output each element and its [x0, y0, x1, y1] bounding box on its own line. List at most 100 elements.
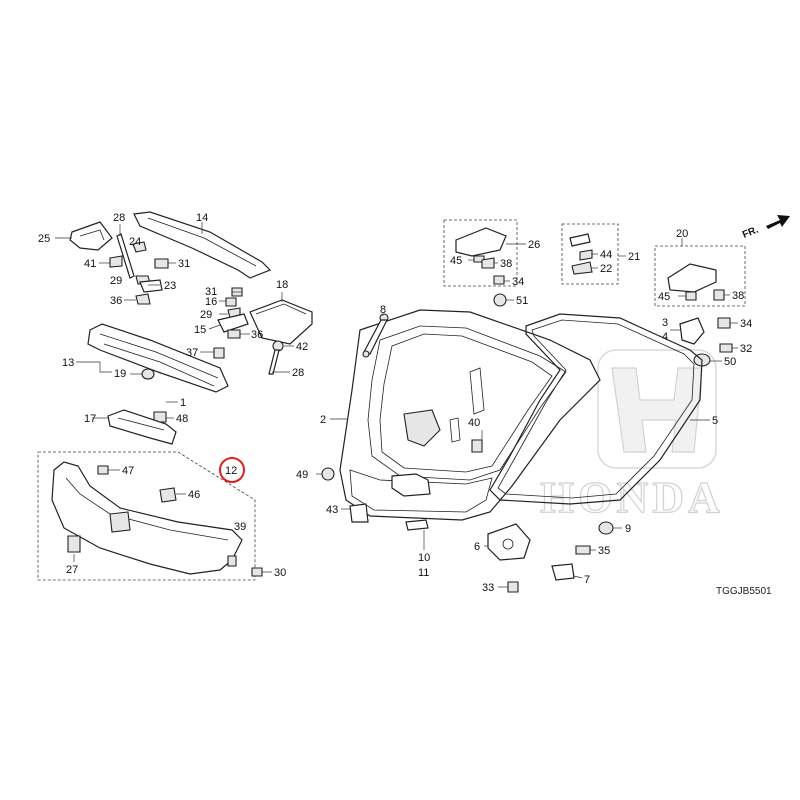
callout-37: 37: [186, 347, 198, 359]
part-25-bracket: [69, 221, 113, 251]
callout-19: 19: [114, 368, 126, 380]
part-21-lens: [569, 233, 591, 247]
diagram-code: TGGJB5501: [716, 586, 772, 597]
callout-14: 14: [196, 212, 208, 224]
callout-3: 3: [662, 317, 668, 329]
part-32-bolt: [719, 343, 733, 353]
part-30-screw: [251, 567, 263, 577]
callout-42: 42: [296, 341, 308, 353]
callout-1: 1: [180, 397, 186, 409]
part-16-clip: [225, 297, 237, 307]
callout-29: 29: [110, 275, 122, 287]
callout-22: 22: [600, 263, 612, 275]
callout-28: 28: [113, 212, 125, 224]
callout-31-b: 31: [205, 286, 217, 298]
part-13-garnish: [87, 323, 229, 393]
part-46-nut: [159, 487, 177, 503]
callout-43: 43: [326, 504, 338, 516]
callout-41: 41: [84, 258, 96, 270]
callout-28-b: 28: [292, 367, 304, 379]
callout-36: 36: [110, 295, 122, 307]
callout-9: 9: [625, 523, 631, 535]
callout-8: 8: [380, 304, 386, 316]
callout-4: 4: [662, 331, 668, 343]
callout-27: 27: [66, 564, 78, 576]
front-direction-indicator: FR.: [741, 215, 790, 241]
callout-50: 50: [724, 356, 736, 368]
callout-7: 7: [584, 574, 590, 586]
part-8-gas-strut: [362, 313, 389, 358]
part-31-screw: [154, 258, 169, 269]
part-26-cover: [455, 227, 507, 257]
part-39-clip: [227, 555, 237, 567]
part-10-garnish: [405, 519, 429, 531]
callout-34-b: 34: [740, 318, 752, 330]
callout-15: 15: [194, 324, 206, 336]
part-12-spoiler: [51, 461, 243, 575]
callout-46: 46: [188, 489, 200, 501]
callout-13: 13: [62, 357, 74, 369]
tailgate-latch-area: [403, 409, 441, 447]
part-20-cover: [667, 263, 717, 293]
part-9-bumper: [598, 521, 614, 535]
part-17-handle: [107, 409, 177, 445]
part-27-emblem: [67, 535, 81, 553]
callout-17: 17: [84, 413, 96, 425]
callout-21: 21: [628, 251, 640, 263]
callout-6: 6: [474, 541, 480, 553]
callout-39: 39: [234, 521, 246, 533]
callout-44: 44: [600, 249, 612, 261]
part-51-grommet: [493, 293, 507, 307]
callout-45-b: 45: [658, 291, 670, 303]
callout-11: 11: [418, 567, 429, 579]
callout-49: 49: [296, 469, 308, 481]
callout-45: 45: [450, 255, 462, 267]
callout-32: 32: [740, 343, 752, 355]
part-38-screw-b: [713, 289, 725, 301]
callout-16: 16: [205, 296, 217, 308]
part-15-bracket: [217, 313, 249, 333]
callout-30: 30: [274, 567, 286, 579]
callout-47: 47: [122, 465, 134, 477]
part-36-clip: [135, 293, 151, 305]
callout-40: 40: [468, 417, 480, 429]
part-40-bumper: [471, 439, 483, 453]
part-45-clip-b: [685, 291, 697, 301]
callout-26: 26: [528, 239, 540, 251]
callout-38-b: 38: [732, 290, 744, 302]
group-box-21: [561, 223, 619, 285]
part-14-garnish-strip: [133, 211, 272, 279]
callout-23: 23: [164, 280, 176, 292]
front-arrow-icon: [766, 215, 790, 229]
fr-label: FR.: [741, 224, 760, 240]
group-box-20: [654, 245, 746, 307]
callout-labels: 25 28 14 24 41 31 29 23 36 31 16 29 15 3…: [38, 212, 752, 594]
callout-36-b: 36: [251, 329, 263, 341]
part-3-hinge: [679, 317, 705, 345]
callout-38: 38: [500, 258, 512, 270]
callout-34: 34: [512, 276, 524, 288]
part-2-tailgate: [339, 309, 601, 521]
callout-48: 48: [176, 413, 188, 425]
part-19-grommet: [141, 368, 155, 380]
callout-35: 35: [598, 545, 610, 557]
part-49-grommet: [321, 467, 335, 481]
callout-12: 12: [225, 465, 237, 477]
part-47-nut: [97, 465, 109, 475]
callout-25: 25: [38, 233, 50, 245]
license-recess: [391, 473, 431, 497]
part-36-clip-b: [227, 329, 241, 339]
callout-18: 18: [276, 279, 288, 291]
part-22-bracket: [571, 261, 593, 275]
callout-20: 20: [676, 228, 688, 240]
part-37-bolt: [213, 347, 225, 359]
spoiler-emblem-mount: [109, 511, 131, 533]
callout-2: 2: [320, 414, 326, 426]
callout-10: 10: [418, 552, 430, 564]
leader-lines: [55, 222, 738, 588]
callout-51: 51: [516, 295, 528, 307]
group-box-26: [443, 219, 518, 287]
part-43-switch: [349, 503, 369, 523]
part-7-striker: [551, 563, 575, 581]
